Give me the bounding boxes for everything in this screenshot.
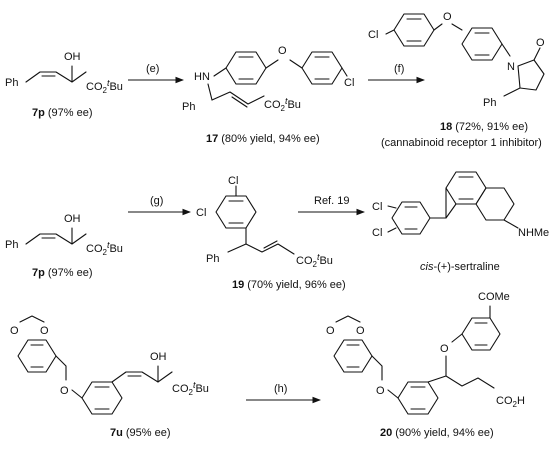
compound-20-structure: O O O O COMe CO2H: [326, 291, 525, 415]
caption-7u: 7u(95% ee): [110, 427, 170, 439]
atom-o: O: [536, 37, 545, 49]
compound-18-structure: Cl O N O Ph: [368, 11, 545, 109]
atom-ester: CO2tBu: [264, 96, 301, 113]
reagent-e: (e): [146, 63, 159, 75]
atom-o: O: [40, 325, 49, 337]
atom-n: N: [507, 61, 515, 73]
atom-cl: Cl: [372, 201, 382, 213]
atom-come: COMe: [478, 291, 510, 303]
reagent-h: (h): [274, 383, 287, 395]
compound-17-structure: HN O Cl Ph CO2tBu: [182, 45, 354, 113]
caption-sertraline: cis-(+)-sertraline: [420, 261, 500, 273]
atom-ph: Ph: [483, 97, 496, 109]
atom-nhme: NHMe: [518, 227, 549, 239]
atom-o: O: [10, 325, 19, 337]
compound-19-structure: Cl Cl Ph CO2tBu: [196, 175, 333, 269]
atom-cl: Cl: [344, 77, 354, 89]
atom-o: O: [440, 343, 449, 355]
atom-ester: CO2tBu: [296, 252, 333, 269]
atom-o: O: [443, 11, 452, 23]
caption-20: 20(90% yield, 94% ee): [380, 427, 494, 439]
atom-ph: Ph: [5, 77, 18, 89]
atom-o: O: [60, 385, 69, 397]
atom-cl: Cl: [228, 175, 238, 187]
reagent-f: (f): [394, 63, 404, 75]
caption-7p-row1: 7p(97% ee): [32, 107, 92, 119]
atom-o: O: [356, 325, 365, 337]
atom-o: O: [278, 45, 287, 57]
atom-ph: Ph: [206, 253, 219, 265]
atom-o: O: [326, 325, 335, 337]
atom-ph: Ph: [182, 101, 195, 113]
compound-7p-structure-row2: Ph OH CO2tBu: [5, 213, 123, 257]
caption-7p-row2: 7p(97% ee): [32, 267, 92, 279]
atom-ester: CO2tBu: [172, 380, 209, 397]
atom-cl: Cl: [368, 29, 378, 41]
atom-ester: CO2tBu: [86, 240, 123, 257]
caption-19: 19(70% yield, 96% ee): [232, 279, 346, 291]
reagent-g: (g): [150, 195, 163, 207]
atom-ester: CO2tBu: [86, 78, 123, 95]
caption-18-note: (cannabinoid receptor 1 inhibitor): [381, 137, 542, 149]
atom-oh: OH: [64, 213, 81, 225]
atom-oh: OH: [64, 51, 81, 63]
compound-7u-structure: O O O OH CO2tBu: [10, 315, 209, 415]
sertraline-structure: Cl Cl NHMe: [372, 171, 549, 239]
atom-cl: Cl: [196, 207, 206, 219]
atom-o: O: [376, 385, 385, 397]
atom-acid: CO2H: [496, 395, 525, 409]
atom-hn: HN: [194, 71, 210, 83]
reagent-ref19: Ref. 19: [314, 195, 349, 207]
atom-cl: Cl: [372, 227, 382, 239]
compound-7p-structure: Ph OH CO2tBu: [5, 51, 123, 95]
atom-ph: Ph: [5, 239, 18, 251]
caption-18: 18(72%, 91% ee): [440, 121, 528, 133]
atom-oh: OH: [150, 351, 167, 363]
caption-17: 17(80% yield, 94% ee): [206, 133, 320, 145]
